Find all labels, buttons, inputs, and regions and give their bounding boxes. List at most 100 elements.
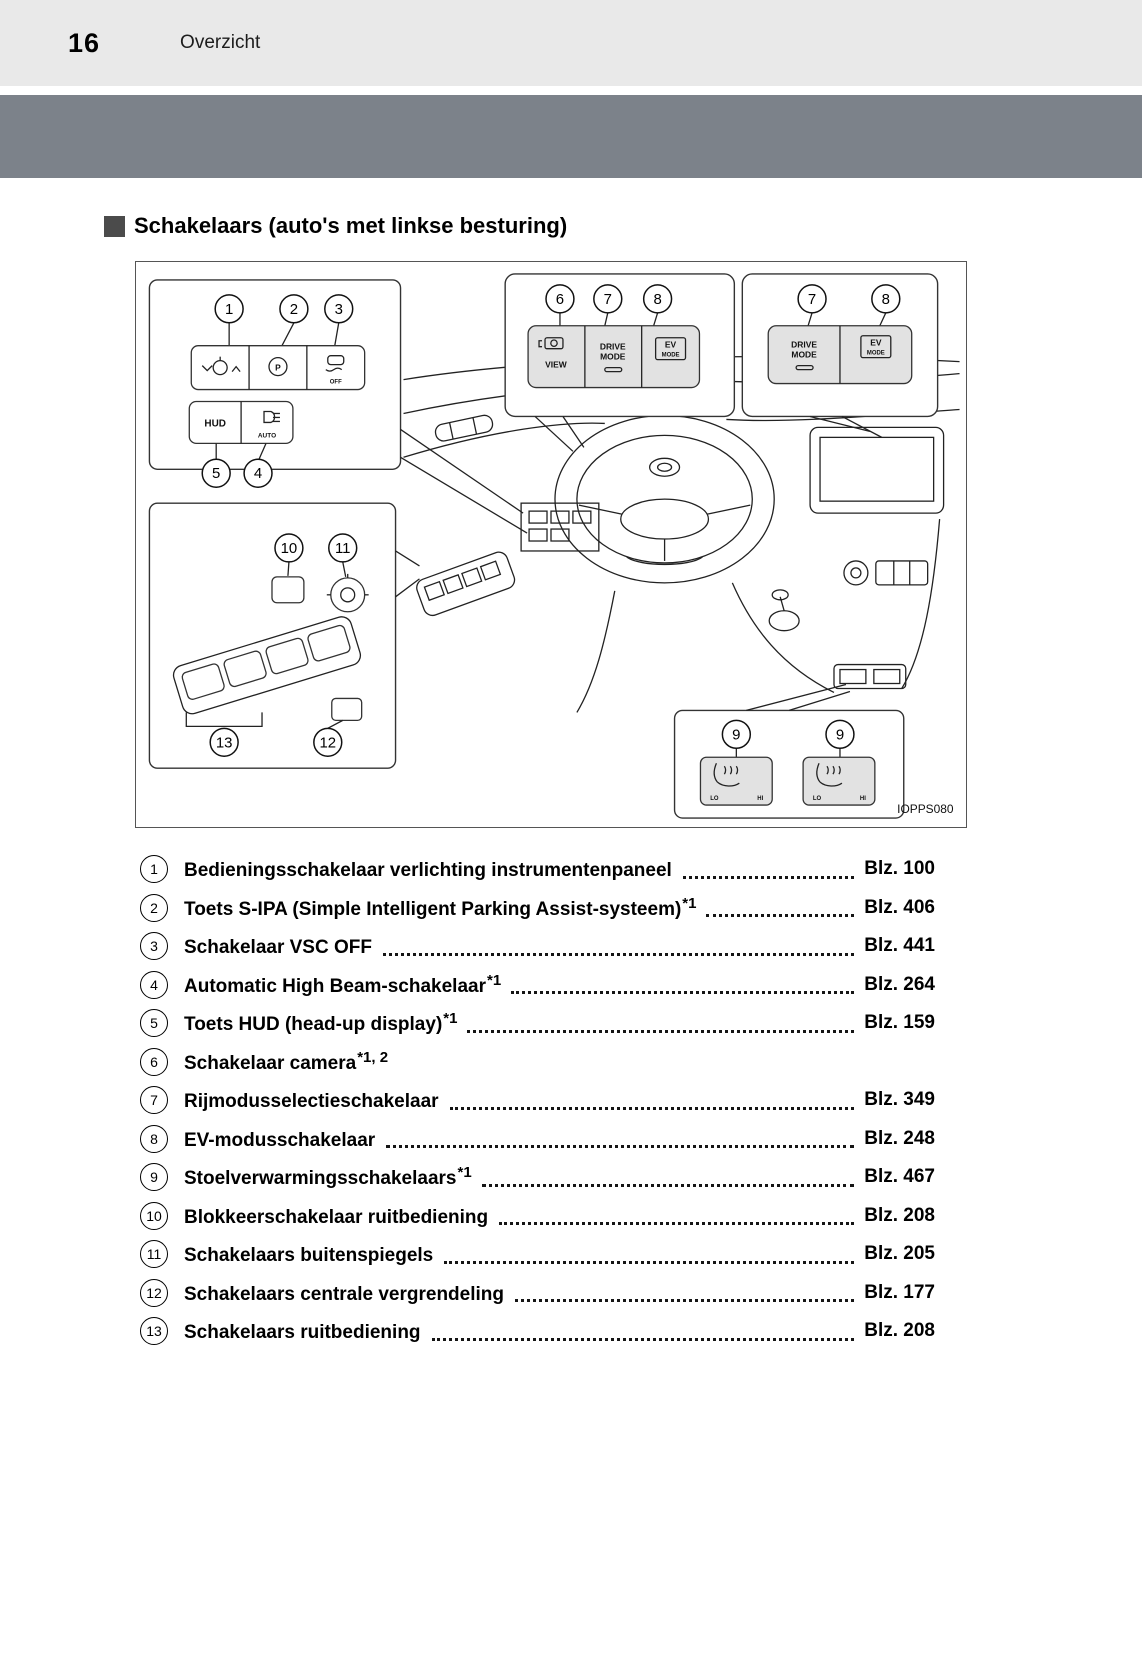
- list-item-2: 2 Toets S-IPA (Simple Intelligent Parkin…: [140, 893, 935, 923]
- item-number-badge: 10: [140, 1201, 168, 1230]
- seat-heater-icon: [816, 762, 843, 787]
- ev-mode-icon: EV MODE: [654, 337, 687, 361]
- callout-12: 12: [313, 727, 343, 757]
- hud-label: HUD: [204, 418, 226, 429]
- list-item-5: 5 Toets HUD (head-up display)*1 Blz. 159: [140, 1008, 935, 1038]
- list-item-7: 7 Rijmodusselectieschakelaar Blz. 349: [140, 1085, 935, 1115]
- page-ref: Blz. 208: [864, 1320, 935, 1341]
- top-banner: [0, 95, 1142, 178]
- item-number-badge: 13: [140, 1317, 168, 1345]
- svg-text:8: 8: [882, 291, 890, 308]
- item-label: Automatic High Beam-schakelaar*1: [184, 971, 502, 997]
- callout-5: 5: [201, 458, 231, 488]
- svg-text:MODE: MODE: [600, 352, 626, 362]
- door-lock-switch: [331, 697, 363, 722]
- svg-text:8: 8: [653, 291, 661, 308]
- dotted-leader: [706, 898, 855, 917]
- dotted-leader: [444, 1245, 855, 1264]
- dotted-leader: [481, 1168, 855, 1187]
- svg-text:EV: EV: [870, 338, 882, 348]
- svg-text:10: 10: [281, 540, 298, 557]
- item-label: Schakelaars ruitbediening: [184, 1322, 421, 1343]
- callout-11: 11: [328, 533, 358, 563]
- mirror-select-switch: [271, 576, 305, 604]
- item-label: Schakelaar camera*1, 2: [184, 1048, 389, 1074]
- page-ref: Blz. 159: [864, 1012, 935, 1033]
- svg-text:EV: EV: [665, 340, 677, 350]
- list-item-11: 11 Schakelaars buitenspiegels Blz. 205: [140, 1239, 935, 1269]
- item-number-badge: 9: [140, 1163, 168, 1191]
- window-switch-bank: [172, 616, 362, 715]
- svg-text:P: P: [275, 363, 281, 373]
- svg-text:2: 2: [290, 301, 298, 318]
- svg-text:MODE: MODE: [662, 353, 680, 359]
- dashboard-diagram: P OFF HUD AUTO: [148, 273, 960, 819]
- page-ref: Blz. 349: [864, 1089, 935, 1110]
- figure-code: IOPPS080: [897, 802, 954, 816]
- list-item-8: 8 EV-modusschakelaar Blz. 248: [140, 1124, 935, 1154]
- inset-light-switches: P OFF HUD AUTO: [148, 279, 528, 534]
- item-label: Schakelaars buitenspiegels: [184, 1245, 434, 1266]
- item-number-badge: 4: [140, 970, 168, 999]
- list-item-12: 12 Schakelaars centrale vergrendeling Bl…: [140, 1278, 935, 1308]
- seat-heater-icon: [713, 762, 740, 787]
- svg-text:6: 6: [556, 291, 564, 308]
- dotted-leader: [682, 860, 855, 879]
- view-label: VIEW: [545, 360, 567, 370]
- page-ref: Blz. 467: [864, 1166, 935, 1187]
- item-label: Schakelaar VSC OFF: [184, 937, 372, 958]
- page-ref: Blz. 406: [864, 896, 935, 918]
- item-number-badge: 1: [140, 855, 168, 883]
- item-number-badge: 5: [140, 1009, 168, 1037]
- mirror-adjust-knob: [326, 573, 369, 613]
- svg-text:13: 13: [216, 734, 233, 751]
- dotted-leader: [382, 937, 855, 956]
- ev-mode-icon: EV MODE: [860, 335, 892, 359]
- svg-text:DRIVE: DRIVE: [600, 342, 626, 352]
- item-label: Bedieningsschakelaar verlichting instrum…: [184, 860, 672, 881]
- svg-text:1: 1: [225, 301, 233, 318]
- dotted-leader: [431, 1322, 855, 1341]
- figure: P OFF HUD AUTO: [135, 261, 967, 828]
- page-ref: Blz. 264: [864, 973, 935, 995]
- callout-8: 8: [642, 284, 673, 314]
- callout-10: 10: [274, 533, 304, 563]
- svg-text:MODE: MODE: [867, 351, 885, 357]
- item-label: Blokkeerschakelaar ruitbediening: [184, 1206, 489, 1228]
- callout-7: 7: [593, 284, 623, 314]
- item-number-badge: 7: [140, 1086, 168, 1114]
- item-number-badge: 2: [140, 893, 168, 922]
- svg-text:11: 11: [335, 540, 351, 557]
- svg-text:9: 9: [732, 726, 740, 743]
- item-number-badge: 6: [140, 1047, 168, 1076]
- section-title: Schakelaars (auto's met linkse besturing…: [134, 213, 568, 238]
- list-item-1: 1 Bedieningsschakelaar verlichting instr…: [140, 854, 935, 884]
- list-item-9: 9 Stoelverwarmingsschakelaars*1 Blz. 467: [140, 1162, 935, 1192]
- section-title-row: Schakelaars (auto's met linkse besturing…: [104, 213, 1142, 239]
- page-ref: Blz. 177: [864, 1281, 935, 1303]
- sipa-icon: P: [268, 357, 288, 377]
- page-number: 16: [68, 27, 101, 58]
- callout-7b: 7: [797, 284, 827, 314]
- camera-icon: [538, 337, 564, 350]
- auto-headlight-icon: [263, 410, 280, 424]
- dotted-leader: [499, 1206, 855, 1225]
- svg-text:4: 4: [254, 465, 262, 482]
- svg-text:7: 7: [604, 291, 612, 308]
- callout-6: 6: [545, 284, 575, 314]
- panel-brightness-icon: [201, 356, 241, 376]
- item-label: Schakelaars centrale vergrendeling: [184, 1283, 504, 1305]
- callout-3: 3: [324, 294, 354, 324]
- callout-4: 4: [243, 458, 273, 488]
- section-label: Overzicht: [180, 32, 261, 53]
- dotted-leader: [515, 1283, 855, 1302]
- inset-door-switches: [148, 502, 420, 769]
- page-ref: Blz. 441: [864, 935, 935, 956]
- page-ref: Blz. 248: [864, 1127, 935, 1149]
- callout-9a: 9: [721, 719, 752, 750]
- item-number-badge: 11: [140, 1240, 168, 1268]
- svg-text:DRIVE: DRIVE: [791, 340, 817, 350]
- item-label: Rijmodusselectieschakelaar: [184, 1091, 439, 1112]
- item-label: Toets HUD (head-up display)*1: [184, 1010, 458, 1035]
- dotted-leader: [511, 975, 855, 994]
